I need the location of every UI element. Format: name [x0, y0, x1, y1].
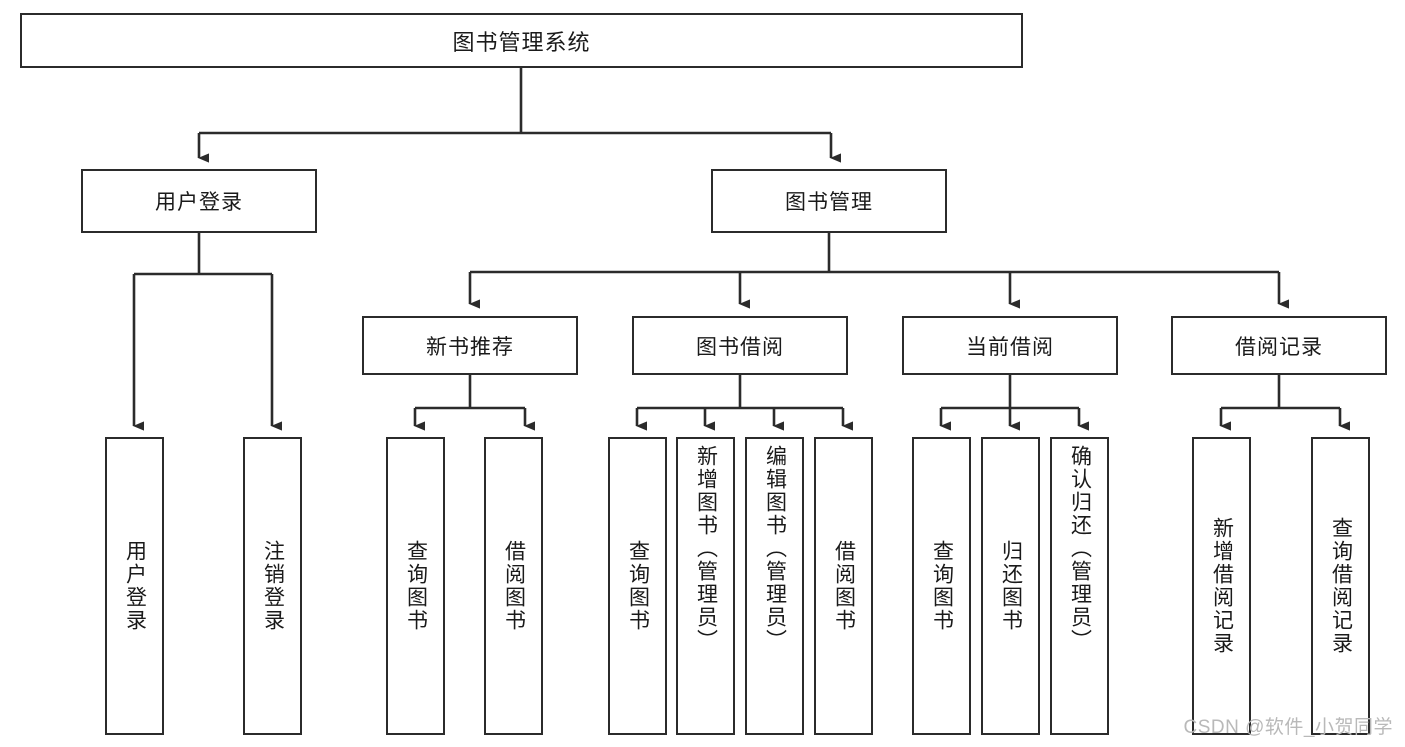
leaf-book-borrow-query[interactable]: 查询图书	[608, 437, 667, 735]
node-current-borrow[interactable]: 当前借阅	[902, 316, 1118, 375]
leaf-user-login-login[interactable]: 用户登录	[105, 437, 164, 735]
leaf-current-borrow-return[interactable]: 归还图书	[981, 437, 1040, 735]
leaf-label: 确认归还（管理员）	[1068, 445, 1092, 652]
leaf-label: 借阅图书	[502, 540, 526, 632]
leaf-new-book-borrow[interactable]: 借阅图书	[484, 437, 543, 735]
node-book-borrow[interactable]: 图书借阅	[632, 316, 848, 375]
node-book-management[interactable]: 图书管理	[711, 169, 947, 233]
node-root-label: 图书管理系统	[452, 29, 591, 55]
leaf-label: 新增借阅记录	[1210, 517, 1234, 655]
node-user-login-label: 用户登录	[155, 191, 243, 214]
leaf-label: 查询图书	[930, 540, 954, 632]
node-user-login[interactable]: 用户登录	[81, 169, 317, 233]
leaf-label: 新增图书（管理员）	[694, 445, 718, 652]
leaf-label: 查询借阅记录	[1329, 517, 1353, 655]
node-new-book-recommend[interactable]: 新书推荐	[362, 316, 578, 375]
leaf-book-borrow-edit[interactable]: 编辑图书（管理员）	[745, 437, 804, 735]
leaf-new-book-query[interactable]: 查询图书	[386, 437, 445, 735]
node-current-borrow-label: 当前借阅	[966, 335, 1054, 359]
leaf-label: 用户登录	[123, 540, 147, 632]
leaf-label: 查询图书	[626, 540, 650, 632]
node-borrow-record[interactable]: 借阅记录	[1171, 316, 1387, 375]
leaf-label: 注销登录	[261, 540, 285, 632]
leaf-current-borrow-confirm-return[interactable]: 确认归还（管理员）	[1050, 437, 1109, 735]
node-book-borrow-label: 图书借阅	[696, 335, 784, 359]
leaf-label: 借阅图书	[832, 540, 856, 632]
leaf-borrow-record-query[interactable]: 查询借阅记录	[1311, 437, 1370, 735]
leaf-borrow-record-add[interactable]: 新增借阅记录	[1192, 437, 1251, 735]
leaf-user-login-logout[interactable]: 注销登录	[243, 437, 302, 735]
leaf-label: 编辑图书（管理员）	[763, 445, 787, 652]
leaf-book-borrow-add[interactable]: 新增图书（管理员）	[676, 437, 735, 735]
leaf-label: 归还图书	[999, 540, 1023, 632]
node-borrow-record-label: 借阅记录	[1235, 335, 1323, 359]
leaf-label: 查询图书	[404, 540, 428, 632]
node-new-book-recommend-label: 新书推荐	[426, 335, 514, 359]
node-root-system[interactable]: 图书管理系统	[20, 13, 1023, 68]
watermark-text: CSDN @软件_小贺同学	[1183, 717, 1393, 738]
leaf-current-borrow-query[interactable]: 查询图书	[912, 437, 971, 735]
leaf-book-borrow-borrow[interactable]: 借阅图书	[814, 437, 873, 735]
node-book-management-label: 图书管理	[785, 191, 873, 214]
